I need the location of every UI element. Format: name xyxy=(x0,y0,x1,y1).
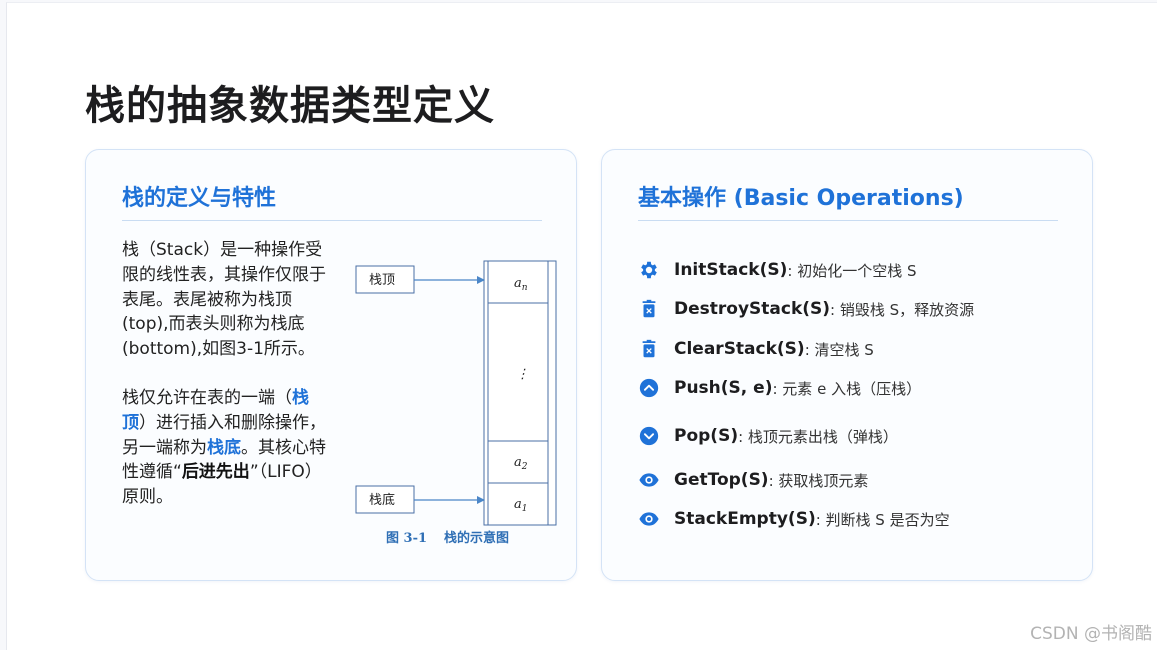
trash-icon xyxy=(638,298,660,320)
p2-part-d: ”（LIFO）原则。 xyxy=(122,462,322,508)
op-desc: : 销毁栈 S，释放资源 xyxy=(830,300,975,319)
lifo-term: 后进先出 xyxy=(181,462,250,483)
definition-paragraph-1: 栈（Stack）是一种操作受限的线性表，其操作仅限于表尾。表尾被称为栈顶(top… xyxy=(122,240,326,360)
top-label-box xyxy=(355,265,415,294)
op-push: Push(S, e) : 元素 e 入栈（压栈） xyxy=(638,374,921,402)
gear-icon xyxy=(638,259,660,281)
chevron-down-circle-icon xyxy=(638,425,660,447)
cell-an: an xyxy=(514,276,528,293)
definition-card: 栈的定义与特性 栈（Stack）是一种操作受限的线性表，其操作仅限于表尾。表尾被… xyxy=(85,149,577,581)
page-title: 栈的抽象数据类型定义 xyxy=(85,83,495,129)
op-name: InitStack(S) xyxy=(674,260,788,280)
op-name: GetTop(S) xyxy=(674,470,769,490)
chevron-up-circle-icon xyxy=(638,377,660,399)
op-name: ClearStack(S) xyxy=(674,339,805,359)
stack-diagram: an ⋮ a2 a1 栈顶 栈底 图 3-1 栈的示意图 xyxy=(355,260,557,546)
op-gettop: GetTop(S) : 获取栈顶元素 xyxy=(638,466,868,494)
figure-caption-number: 图 3-1 xyxy=(386,531,427,546)
watermark: CSDN @书阁酷 xyxy=(1030,624,1152,644)
p2-part-c: 。其核心特性遵循“ xyxy=(122,437,326,483)
op-desc: : 清空栈 S xyxy=(804,340,874,359)
op-name: Pop(S) xyxy=(674,426,739,446)
definition-text: 栈（Stack）是一种操作受限的线性表，其操作仅限于表尾。表尾被称为栈顶(top… xyxy=(122,238,332,510)
top-label: 栈顶 xyxy=(369,273,395,288)
op-desc: : 初始化一个空栈 S xyxy=(787,261,917,280)
op-destroystack: DestroyStack(S) : 销毁栈 S，释放资源 xyxy=(638,295,974,323)
op-name: DestroyStack(S) xyxy=(674,299,831,319)
cell-a2: a2 xyxy=(514,455,528,472)
stack-outer-frame xyxy=(483,260,557,526)
p2-part-b: ）进行插入和删除操作，另一端称为 xyxy=(122,412,326,458)
bottom-label-box xyxy=(355,485,415,514)
op-clearstack: ClearStack(S) : 清空栈 S xyxy=(638,335,874,363)
op-name: StackEmpty(S) xyxy=(674,509,816,529)
stack-bottom-term: 栈底 xyxy=(207,437,241,458)
operations-card: 基本操作 (Basic Operations) InitStack(S) : 初… xyxy=(601,149,1093,581)
p2-part-a: 栈仅允许在表的一端（ xyxy=(122,387,292,408)
operations-card-title: 基本操作 (Basic Operations) xyxy=(638,186,964,211)
definition-divider xyxy=(122,220,542,221)
stack-top-term: 栈顶 xyxy=(122,387,309,433)
op-desc: : 获取栈顶元素 xyxy=(768,471,869,490)
definition-paragraph-2: 栈仅允许在表的一端（栈顶）进行插入和删除操作，另一端称为栈底。其核心特性遵循“后… xyxy=(122,386,332,510)
eye-icon xyxy=(638,469,660,491)
op-pop: Pop(S) : 栈顶元素出栈（弹栈） xyxy=(638,422,898,450)
op-name: Push(S, e) xyxy=(674,378,773,398)
op-desc: : 元素 e 入栈（压栈） xyxy=(772,379,922,398)
cell-ellipsis: ⋮ xyxy=(516,367,529,382)
slide: 栈的抽象数据类型定义 栈的定义与特性 栈（Stack）是一种操作受限的线性表，其… xyxy=(6,2,1157,650)
operations-divider xyxy=(638,220,1058,221)
definition-card-title: 栈的定义与特性 xyxy=(122,186,277,211)
eye-icon xyxy=(638,508,660,530)
op-stackempty: StackEmpty(S) : 判断栈 S 是否为空 xyxy=(638,505,950,533)
trash-icon xyxy=(638,338,660,360)
figure-caption-text: 栈的示意图 xyxy=(444,530,509,546)
cell-a1: a1 xyxy=(514,497,528,514)
op-initstack: InitStack(S) : 初始化一个空栈 S xyxy=(638,256,917,284)
op-desc: : 栈顶元素出栈（弹栈） xyxy=(738,427,898,446)
bottom-label: 栈底 xyxy=(369,492,395,508)
op-desc: : 判断栈 S 是否为空 xyxy=(815,510,950,529)
